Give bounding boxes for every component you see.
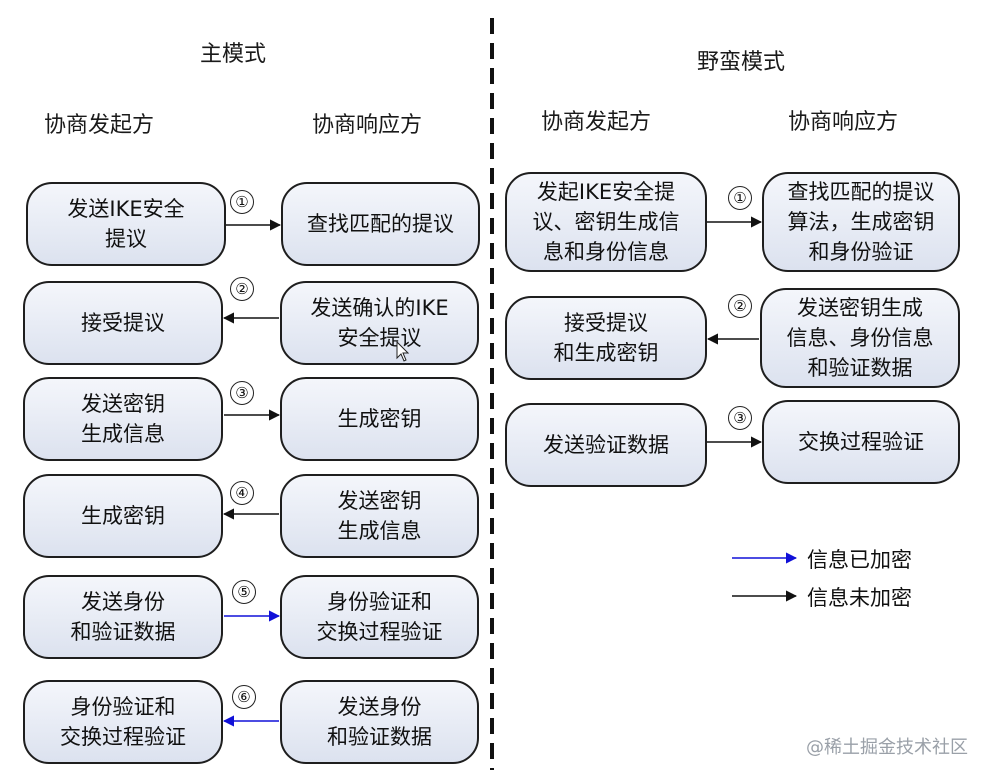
main-responder-header: 协商响应方 [312,113,423,138]
aggr-step2-responder-box: 发送密钥生成 信息、身份信息 和验证数据 [760,288,960,388]
main-step4-number: ④ [230,481,254,505]
aggr-step1-number: ① [728,186,752,210]
aggr-step1-initiator-box: 发起IKE安全提 议、密钥生成信 息和身份信息 [505,172,707,272]
main-step2-initiator-box: 接受提议 [23,281,223,365]
aggr-step3-initiator-box: 发送验证数据 [505,403,707,487]
aggr-step2-number: ② [728,294,752,318]
aggr-step1-responder-box: 查找匹配的提议 算法，生成密钥 和身份验证 [762,172,960,272]
aggr-step3-number: ③ [728,406,752,430]
main-step4-responder-box: 发送密钥 生成信息 [280,474,479,558]
legend-unencrypted-label: 信息未加密 [807,586,912,610]
main-step5-responder-box: 身份验证和 交换过程验证 [280,575,479,659]
main-step4-initiator-box: 生成密钥 [23,474,223,558]
main-mode-title: 主模式 [200,42,267,67]
main-step3-responder-box: 生成密钥 [280,377,479,461]
main-step3-number: ③ [230,381,254,405]
watermark: @稀土掘金技术社区 [806,737,968,758]
main-step1-responder-box: 查找匹配的提议 [281,182,480,266]
aggr-responder-header: 协商响应方 [788,110,899,135]
aggressive-mode-title: 野蛮模式 [697,50,786,75]
mouse-cursor-icon [396,340,410,362]
main-step1-initiator-box: 发送IKE安全 提议 [26,182,226,266]
aggr-step2-initiator-box: 接受提议 和生成密钥 [505,296,707,380]
main-step3-initiator-box: 发送密钥 生成信息 [23,377,223,461]
main-step5-initiator-box: 发送身份 和验证数据 [23,575,223,659]
main-step6-responder-box: 发送身份 和验证数据 [280,680,479,764]
main-step6-initiator-box: 身份验证和 交换过程验证 [23,680,223,764]
main-step1-number: ① [230,190,254,214]
main-step6-number: ⑥ [232,685,256,709]
main-step2-responder-box: 发送确认的IKE 安全提议 [280,281,479,365]
legend-encrypted-label: 信息已加密 [807,548,912,572]
aggr-step3-responder-box: 交换过程验证 [762,400,960,484]
main-initiator-header: 协商发起方 [44,113,155,138]
main-step5-number: ⑤ [232,580,256,604]
aggr-initiator-header: 协商发起方 [541,110,652,135]
main-step2-number: ② [230,277,254,301]
